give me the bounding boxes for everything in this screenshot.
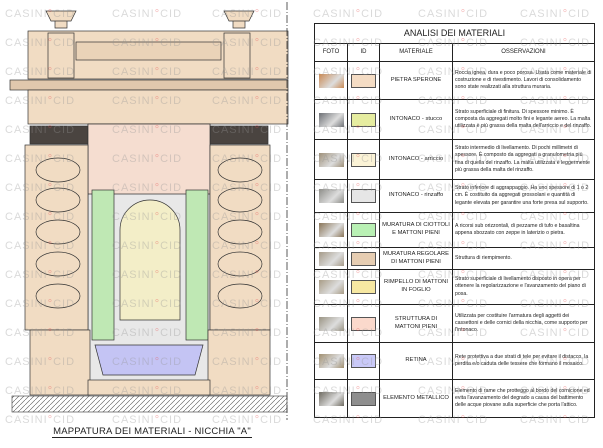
watermark: CASINI°CID [520,8,591,20]
material-notes: Strato superficiale di finitura. Di spes… [452,99,595,140]
photo-cell [314,269,348,305]
material-swatch [351,112,376,127]
photo-cell [314,179,348,213]
material-name: STRUTTURA DI MATTONI PIENI [379,304,453,343]
material-name: PIETRA SPERONE [379,61,453,100]
id-cell [347,247,380,270]
material-swatch [351,280,376,294]
material-swatch [351,251,376,266]
urn-left [45,10,77,29]
material-notes: A ricorsi sub orizzontali, di pezzame di… [452,212,595,248]
photo-cell [314,212,348,248]
table-row: MURATURA DI CIOTTOLI E MATTONI PIENI A r… [314,212,595,248]
material-photo [318,354,344,368]
material-name: INTONACO - rinzaffo [379,179,453,213]
material-photo [318,391,344,406]
material-name: ELEMENTO METALLICO [379,379,453,418]
id-cell [347,269,380,305]
id-cell [347,304,380,343]
material-photo [318,189,344,203]
material-notes: Strato intermedio di livellamento. Di po… [452,139,595,180]
header-osservazioni: OSSERVAZIONI [452,43,595,62]
material-name: MURATURA DI CIOTTOLI E MATTONI PIENI [379,212,453,248]
material-photo [318,316,344,331]
table-row: ELEMENTO METALLICO Elemento di rame che … [314,379,595,418]
photo-cell [314,99,348,140]
material-name: RETINA [379,342,453,380]
photo-cell [314,139,348,180]
material-name: RIMPELLO DI MATTONI IN FOGLIO [379,269,453,305]
id-cell [347,99,380,140]
material-swatch [351,354,376,368]
photo-cell [314,379,348,418]
table-row: INTONACO - arriccio Strato intermedio di… [314,139,595,180]
frieze [27,89,289,125]
material-swatch [351,73,376,88]
material-notes: Strato inferiore di aggrappaggio. Ha uno… [452,179,595,213]
table-row: MURATURA REGOLARE DI MATTONI PIENI Strut… [314,247,595,270]
table-row: RETINA Rete protettiva a due strati di t… [314,342,595,380]
id-cell [347,212,380,248]
table-title: ANALISI DEI MATERIALI [314,23,595,44]
watermark: CASINI°CID [418,8,489,20]
capital-left [29,125,89,145]
table-row: STRUTTURA DI MATTONI PIENI Utilizzata pe… [314,304,595,343]
materials-table: ANALISI DEI MATERIALI FOTO ID MATERIALE … [314,23,595,418]
id-cell [347,139,380,180]
material-photo [318,73,344,88]
header-foto: FOTO [314,43,348,62]
base-right [207,329,271,396]
cornice [9,79,289,91]
capital-right [209,125,269,145]
table-row: INTONACO - stucco Strato superficiale di… [314,99,595,140]
material-notes: Struttura di riempimento. [452,247,595,270]
material-notes: Strato superficiale di livellamento disp… [452,269,595,305]
urn-right [223,10,255,29]
ground [11,395,288,413]
material-swatch [351,391,376,406]
drawing-caption: MAPPATURA DEI MATERIALI - NICCHIA "A" [52,426,252,438]
material-photo [318,251,344,266]
material-notes: Elemento di rame che protteggo al bordo … [452,379,595,418]
material-swatch [351,223,376,237]
material-swatch [351,189,376,203]
id-cell [347,61,380,100]
table-row: INTONACO - rinzaffo Strato inferiore di … [314,179,595,213]
material-photo [318,112,344,127]
material-notes: Utilizzata per costituire l'armatura deg… [452,304,595,343]
niche-elevation-drawing [9,2,289,420]
header-id: ID [347,43,380,62]
material-photo [318,152,344,167]
id-cell [347,342,380,380]
photo-cell [314,342,348,380]
photo-cell [314,61,348,100]
material-photo [318,280,344,294]
watermark: CASINI°CID [313,8,384,20]
material-swatch [351,316,376,331]
id-cell [347,179,380,213]
base-left [29,329,91,396]
photo-cell [314,304,348,343]
material-name: INTONACO - arriccio [379,139,453,180]
table-row: RIMPELLO DI MATTONI IN FOGLIO Strato sup… [314,269,595,305]
header-materiale: MATERIALE [379,43,453,62]
id-cell [347,379,380,418]
material-notes: Rete protettiva a due strati di tele per… [452,342,595,380]
material-swatch [351,152,376,167]
material-notes: Roccia ignea, dura e poco porosa. Usata … [452,61,595,100]
table-row: PIETRA SPERONE Roccia ignea, dura e poco… [314,61,595,100]
material-name: INTONACO - stucco [379,99,453,140]
material-photo [318,223,344,237]
photo-cell [314,247,348,270]
material-name: MURATURA REGOLARE DI MATTONI PIENI [379,247,453,270]
